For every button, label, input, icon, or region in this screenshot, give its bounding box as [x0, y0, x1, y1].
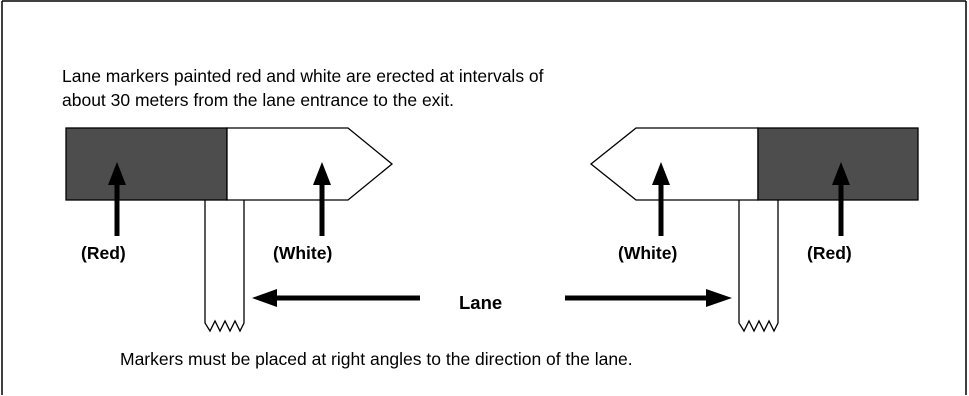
- label-lane: Lane: [459, 292, 503, 313]
- lane-arrow-left: [252, 289, 420, 307]
- intro-text: Lane markers painted red and white are e…: [62, 64, 544, 112]
- right-marker: [589, 127, 919, 333]
- label-white-left: (White): [273, 243, 333, 263]
- left-red-pointer-arrow: [108, 162, 126, 236]
- right-marker-post: [738, 198, 779, 333]
- intro-line-2: about 30 meters from the lane entrance t…: [62, 90, 455, 110]
- left-marker-post: [204, 198, 245, 333]
- label-white-right: (White): [618, 243, 678, 263]
- left-marker-red-panel: [65, 127, 228, 201]
- left-marker-white-panel: [226, 127, 394, 201]
- right-marker-red-panel: [757, 127, 919, 201]
- left-marker: [65, 127, 394, 333]
- label-red-left: (Red): [81, 243, 126, 263]
- intro-line-1: Lane markers painted red and white are e…: [62, 66, 544, 86]
- right-white-pointer-arrow: [652, 162, 670, 236]
- right-marker-white-panel: [589, 127, 759, 201]
- lane-arrow-right: [565, 289, 732, 307]
- left-white-pointer-arrow: [313, 162, 331, 236]
- label-red-right: (Red): [807, 243, 852, 263]
- footer-note: Markers must be placed at right angles t…: [120, 349, 633, 369]
- right-red-pointer-arrow: [832, 162, 850, 236]
